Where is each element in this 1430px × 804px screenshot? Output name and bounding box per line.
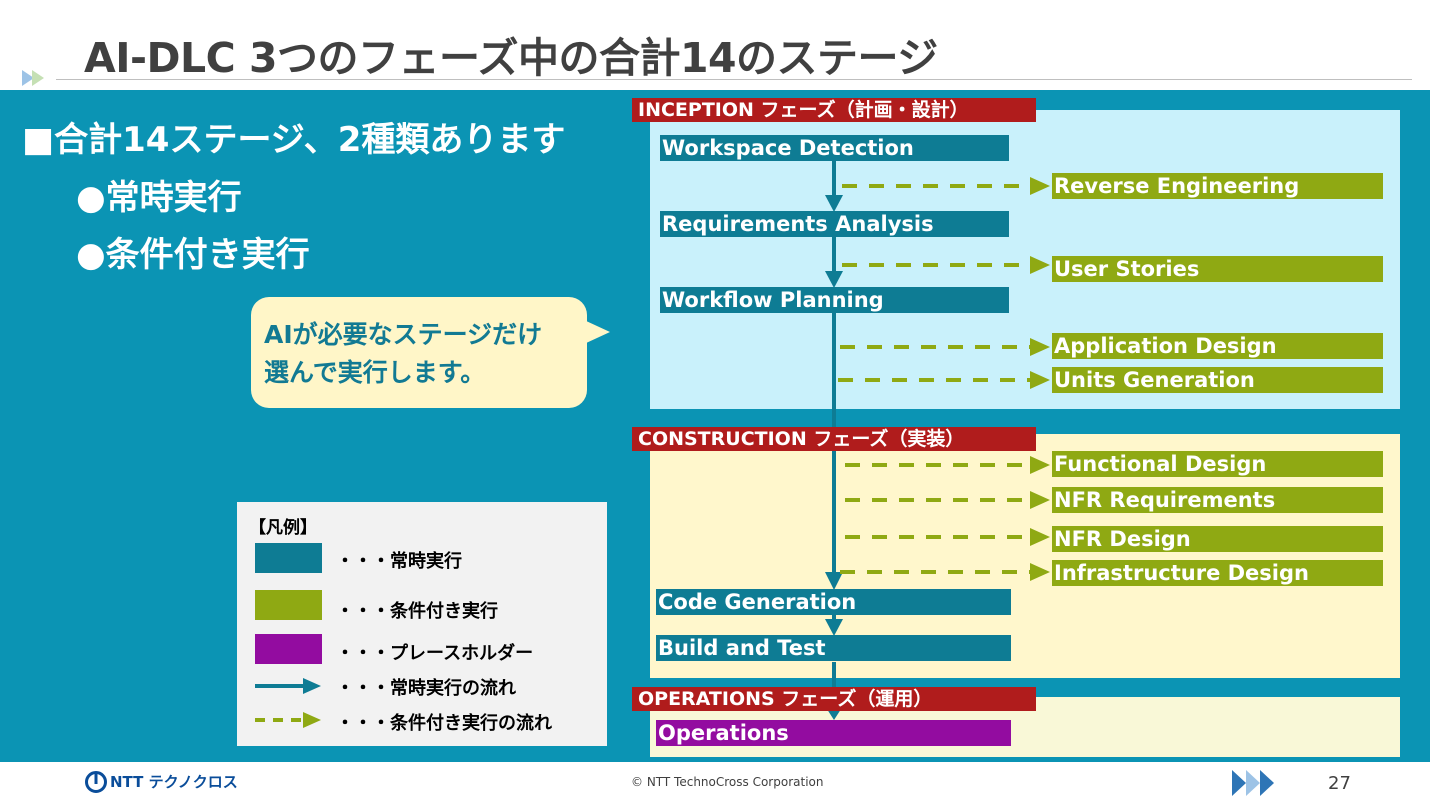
page-number: 27: [1328, 773, 1351, 794]
legend-box: [237, 502, 607, 746]
triangle-marker-icon: [22, 70, 44, 86]
callout-line-2: 選んで実行します。: [264, 358, 486, 387]
stage-workspace-detection: Workspace Detection: [660, 135, 1009, 161]
sub-bullet-always: ●常時実行: [76, 178, 242, 218]
stage-requirements-analysis: Requirements Analysis: [660, 211, 1009, 237]
footer-copyright: © NTT TechnoCross Corporation: [631, 775, 824, 789]
legend-label-conditional-flow: ・・・条件付き実行の流れ: [336, 713, 552, 734]
inception-phase-label: INCEPTION フェーズ（計画・設計）: [632, 98, 1036, 122]
main-bullet: ■合計14ステージ、2種類あります: [22, 120, 566, 160]
operations-phase-label: OPERATIONS フェーズ（運用）: [632, 687, 1036, 711]
stage-reverse-engineering: Reverse Engineering: [1052, 173, 1383, 199]
legend-swatch-placeholder: [255, 634, 322, 664]
stage-workflow-planning: Workflow Planning: [660, 287, 1009, 313]
legend-label-always: ・・・常時実行: [336, 551, 462, 572]
legend-swatch-always: [255, 543, 322, 573]
stage-nfr-design: NFR Design: [1052, 526, 1383, 552]
legend-swatch-conditional: [255, 590, 322, 620]
stage-application-design: Application Design: [1052, 333, 1383, 359]
stage-units-generation: Units Generation: [1052, 367, 1383, 393]
footer-company-name: テクノクロス: [148, 773, 238, 791]
title-divider: [56, 79, 1412, 80]
callout-text: AIが必要なステージだけ 選んで実行します。: [264, 316, 542, 392]
legend-label-placeholder: ・・・プレースホルダー: [336, 643, 534, 664]
sub-bullet-conditional: ●条件付き実行: [76, 235, 310, 275]
footer-company-logo-text: NTT テクノクロス: [110, 773, 238, 791]
construction-phase-label: CONSTRUCTION フェーズ（実装）: [632, 427, 1036, 451]
legend-solid-arrow-icon: [255, 678, 321, 694]
footer-arrows-icon: [1232, 770, 1274, 796]
legend-title: 【凡例】: [249, 518, 317, 538]
callout-tail: [584, 320, 610, 344]
stage-infrastructure-design: Infrastructure Design: [1052, 560, 1383, 586]
legend-label-always-flow: ・・・常時実行の流れ: [336, 678, 516, 699]
page-title: AI-DLC 3つのフェーズ中の合計14のステージ: [84, 34, 938, 82]
stage-nfr-requirements: NFR Requirements: [1052, 487, 1383, 513]
legend-label-conditional: ・・・条件付き実行: [336, 601, 498, 622]
stage-functional-design: Functional Design: [1052, 451, 1383, 477]
callout-line-1: AIが必要なステージだけ: [264, 320, 543, 349]
stage-operations: Operations: [656, 720, 1011, 746]
callout-box: [251, 297, 587, 408]
stage-user-stories: User Stories: [1052, 256, 1383, 282]
legend-dashed-arrow-icon: [255, 712, 321, 728]
stage-code-generation: Code Generation: [656, 589, 1011, 615]
ntt-logo-icon: [85, 771, 107, 793]
stage-build-and-test: Build and Test: [656, 635, 1011, 661]
